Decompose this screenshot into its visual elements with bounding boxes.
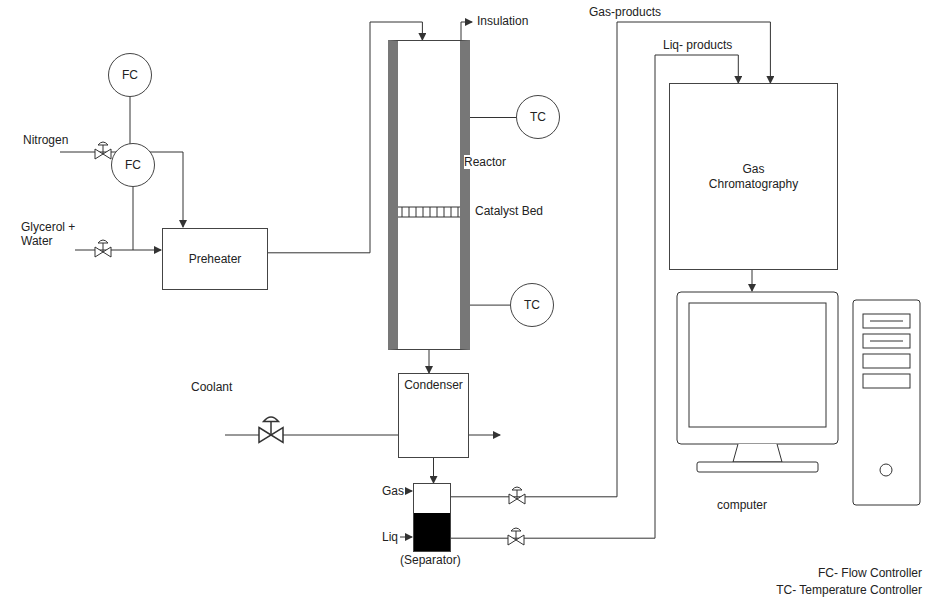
separator-vessel: (Separator) — [413, 483, 451, 552]
node-text: Reactor — [464, 155, 506, 169]
reactor-vessel: Reactor — [388, 40, 470, 350]
catalyst-grid — [402, 207, 458, 217]
pipe-connector — [429, 350, 430, 373]
node-text: FC — [125, 158, 141, 172]
legend-note: FC- Flow Controller — [817, 566, 923, 580]
part-label: Liq — [381, 530, 399, 544]
valve-symbol — [95, 142, 111, 159]
part-label: Catalyst Bed — [474, 204, 544, 218]
node-text: TC — [524, 298, 540, 312]
valve-symbol — [509, 487, 525, 504]
data-arrow — [752, 270, 753, 291]
node-text: Gas Chromatography — [709, 162, 799, 191]
part-label: Insulation — [476, 14, 529, 28]
node-text: Preheater — [189, 252, 242, 266]
edge-label: Liq- products — [662, 38, 733, 52]
part-label: Coolant — [190, 380, 233, 394]
part-label: Gas — [381, 484, 405, 498]
pipe-connector — [268, 22, 422, 253]
valve-symbol — [95, 240, 111, 257]
instrument-box: Gas Chromatography — [669, 83, 838, 270]
node-text: TC — [530, 110, 546, 124]
controller-circle: FC — [111, 143, 155, 187]
node-text: Condenser — [404, 378, 463, 392]
condenser-box: Condenser — [398, 373, 469, 458]
node-text: (Separator) — [400, 553, 461, 567]
pipe-connector — [470, 305, 510, 306]
part-label: computer — [716, 498, 768, 512]
pipe-connector — [470, 117, 516, 118]
controller-circle: FC — [108, 53, 152, 97]
pointer-arrow — [400, 537, 412, 538]
process-box: Preheater — [162, 228, 268, 290]
controller-circle: TC — [510, 283, 554, 327]
legend-note: TC- Temperature Controller — [775, 583, 923, 597]
feed-line — [75, 250, 161, 251]
valve-symbol — [508, 528, 524, 545]
part-label: Glycerol + Water — [20, 220, 78, 249]
computer-illustration — [677, 292, 920, 505]
pipe-connector — [433, 458, 434, 483]
leader-line — [461, 22, 472, 40]
controller-circle: TC — [516, 95, 560, 139]
part-label: Nitrogen — [22, 133, 69, 147]
valve-symbol — [259, 417, 283, 443]
fc-signal-line — [133, 187, 134, 250]
coolant-line — [225, 435, 405, 436]
edge-label: Gas-products — [588, 5, 662, 19]
node-text: FC — [122, 68, 138, 82]
